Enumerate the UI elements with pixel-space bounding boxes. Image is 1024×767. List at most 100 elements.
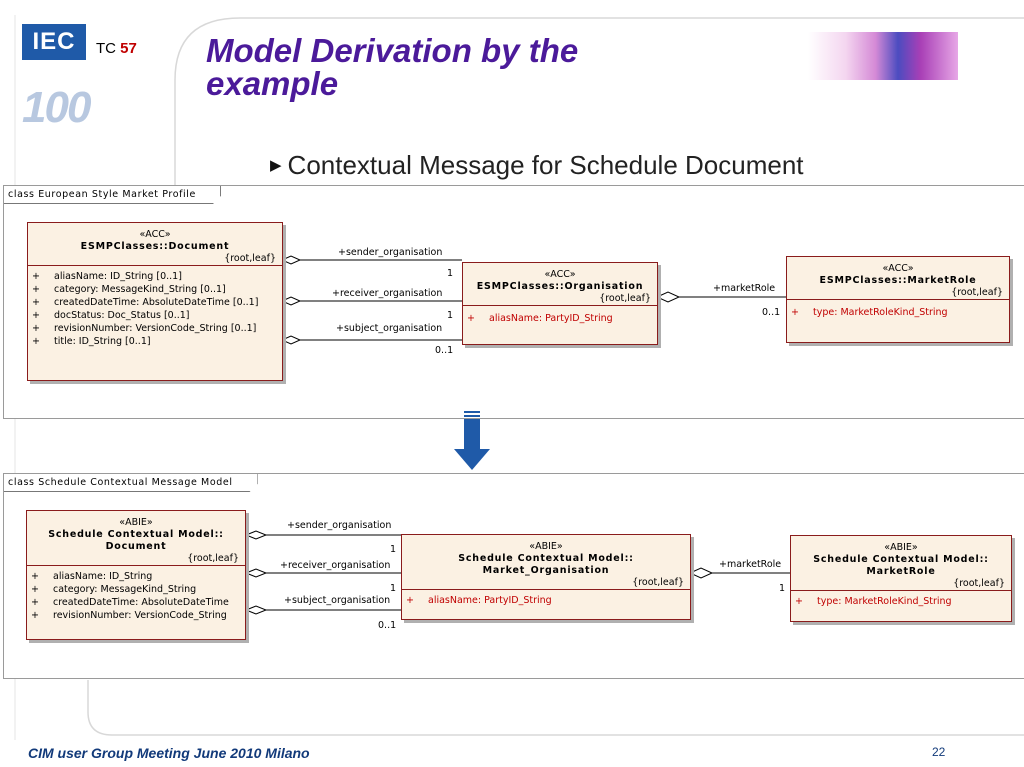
assoc-role-subject: +subject_organisation [336,323,443,334]
attribute-text: type: MarketRoleKind_String [813,307,948,318]
bullet-text: Contextual Message for Schedule Document [287,150,804,180]
assoc-mult-subject: 0..1 [378,620,397,631]
assoc-mult-receiver: 1 [390,583,397,594]
title-line-2: example [206,65,339,102]
anniversary-logo: 100 [22,83,91,132]
tc-number: 57 [120,40,137,57]
class-attribute: + createdDateTime: AbsoluteDateTime [31,596,241,609]
attribute-text: createdDateTime: AbsoluteDateTime [53,597,229,608]
attribute-text: category: MessageKind_String [53,584,197,595]
tc-text: TC [96,40,116,57]
class-attribute: +aliasName: ID_String [31,570,241,583]
aggregation-diamond-icon [280,335,302,345]
class-stereotype: «ABIE» [529,541,563,552]
class-schedule-marketrole[interactable]: «ABIE» Schedule Contextual Model:: Marke… [790,535,1012,622]
iec-logo: IEC [22,24,86,60]
class-name-line-1: Schedule Contextual Model:: [48,529,224,540]
assoc-role-receiver: +receiver_organisation [332,288,443,299]
class-tag: {root,leaf} [951,287,1003,298]
assoc-role-marketrole: +marketRole [719,559,782,570]
class-stereotype: «ACC» [139,229,171,240]
class-esmp-document[interactable]: «ACC» ESMPClasses::Document {root,leaf} … [27,222,283,381]
attribute-visibility: + [32,310,40,321]
class-attribute: + aliasName: ID_String [0..1] [32,270,278,283]
assoc-mult-sender: 1 [447,268,454,279]
aggregation-diamond-icon [244,605,268,615]
attribute-visibility: + [31,610,39,621]
attribute-text: aliasName: PartyID_String [428,595,552,606]
aggregation-diamond-icon [280,255,302,265]
diagram-frame-label: class European Style Market Profile [4,186,221,204]
class-header: «ACC» ESMPClasses::MarketRole [787,257,1009,287]
assoc-role-sender: +sender_organisation [338,247,443,258]
header-decoration-image [808,32,958,80]
class-attribute: +aliasName: PartyID_String [467,312,653,325]
attribute-text: revisionNumber: VersionCode_String [0..1… [54,323,257,334]
class-name: ESMPClasses::Document [80,241,230,252]
attribute-visibility: + [406,595,414,606]
class-attribute: + aliasName: PartyID_String [406,594,686,607]
class-tag: {root,leaf} [187,553,239,564]
attribute-visibility: + [467,313,475,324]
class-name-line-2: Market_Organisation [482,565,610,576]
assoc-mult-sender: 1 [390,544,397,555]
slide-title: Model Derivation by the example [206,34,766,100]
attribute-visibility: + [795,596,803,607]
class-attribute: +title: ID_String [0..1] [32,335,278,348]
class-tag: {root,leaf} [953,578,1005,589]
class-tag: {root,leaf} [632,577,684,588]
class-stereotype: «ABIE» [119,517,153,528]
class-schedule-market-organisation[interactable]: «ABIE» Schedule Contextual Model:: Marke… [401,534,691,620]
attribute-text: aliasName: ID_String [0..1] [54,271,182,282]
attribute-text: category: MessageKind_String [0..1] [54,284,226,295]
aggregation-diamond-icon [244,568,268,578]
attribute-visibility: + [32,323,40,334]
aggregation-diamond-icon [688,567,714,579]
class-name: ESMPClasses::Organisation [476,281,644,292]
class-header: «ABIE» Schedule Contextual Model:: Docum… [27,511,245,553]
attribute-text: type: MarketRoleKind_String [817,596,952,607]
attribute-text: title: ID_String [0..1] [54,336,151,347]
assoc-mult-marketrole: 1 [779,583,786,594]
assoc-role-receiver: +receiver_organisation [280,560,391,571]
class-attribute: + revisionNumber: VersionCode_String [0..… [32,322,278,335]
class-esmp-marketrole[interactable]: «ACC» ESMPClasses::MarketRole {root,leaf… [786,256,1010,343]
class-name-line-2: MarketRole [866,566,936,577]
class-name-line-1: Schedule Contextual Model:: [813,554,989,565]
assoc-mult-subject: 0..1 [435,345,454,356]
class-attributes: + type: MarketRoleKind_String [791,590,1011,612]
class-attributes: + aliasName: PartyID_String [402,589,690,611]
class-attribute: +category: MessageKind_String [31,583,241,596]
assoc-mult-receiver: 1 [447,310,454,321]
attribute-visibility: + [31,571,39,582]
assoc-role-sender: +sender_organisation [287,520,392,531]
attribute-visibility: + [32,297,40,308]
derivation-arrow-icon [454,411,490,470]
attribute-visibility: + [31,597,39,608]
assoc-role-marketrole: +marketRole [713,283,776,294]
class-header: «ABIE» Schedule Contextual Model:: Marke… [402,535,690,577]
class-esmp-organisation[interactable]: «ACC» ESMPClasses::Organisation {root,le… [462,262,658,345]
class-stereotype: «ABIE» [884,542,918,553]
class-attribute: + revisionNumber: VersionCode_String [31,609,241,622]
class-stereotype: «ACC» [544,269,576,280]
attribute-visibility: + [32,271,40,282]
aggregation-diamond-icon [280,296,302,306]
class-header: «ABIE» Schedule Contextual Model:: Marke… [791,536,1011,578]
class-attribute: + type: MarketRoleKind_String [791,306,1005,319]
class-attribute: + createdDateTime: AbsoluteDateTime [0..1… [32,296,278,309]
class-attributes: +aliasName: PartyID_String [463,305,657,329]
class-header: «ACC» ESMPClasses::Document [28,223,282,253]
class-tag: {root,leaf} [224,253,276,264]
attribute-visibility: + [791,307,799,318]
class-attributes: + aliasName: ID_String [0..1] + category: … [28,265,282,352]
bullet-point: ▶Contextual Message for Schedule Documen… [270,150,804,181]
class-attribute: +docStatus: Doc_Status [0..1] [32,309,278,322]
aggregation-diamond-icon [244,530,268,540]
attribute-text: createdDateTime: AbsoluteDateTime [0..1] [54,297,259,308]
attribute-text: revisionNumber: VersionCode_String [53,610,227,621]
diagram-frame-label: class Schedule Contextual Message Model [4,474,258,492]
class-schedule-document[interactable]: «ABIE» Schedule Contextual Model:: Docum… [26,510,246,640]
